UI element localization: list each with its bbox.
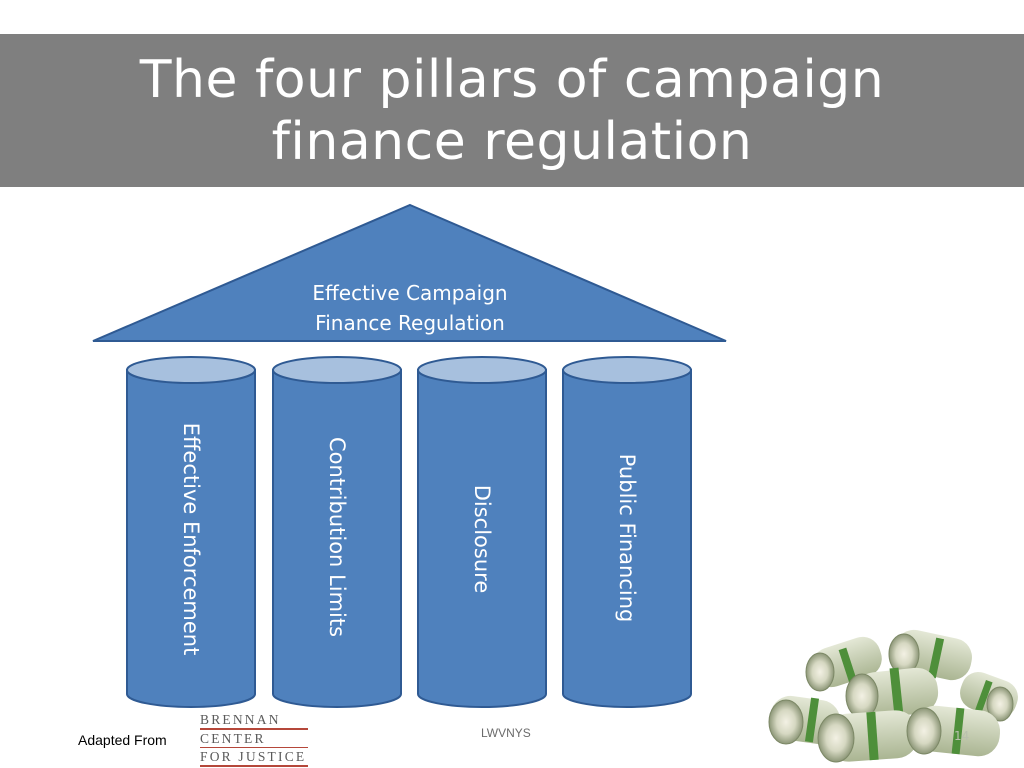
money-roll-middle xyxy=(845,667,939,719)
pillar-label-disclosure: Disclosure xyxy=(470,485,494,594)
page-number: 14 xyxy=(954,729,969,743)
money-roll-front-right xyxy=(906,705,1001,757)
logo-line-1: BRENNAN xyxy=(200,712,281,727)
footer-center-text: LWVNYS xyxy=(481,726,531,740)
adapted-from-label: Adapted From xyxy=(78,732,167,748)
title-bar: The four pillars of campaign finance reg… xyxy=(0,34,1024,187)
money-roll-top-right xyxy=(888,629,972,681)
logo-line-2: CENTER xyxy=(200,730,266,746)
roof-label-line-2: Finance Regulation xyxy=(315,311,505,335)
logo-line-3: FOR JUSTICE xyxy=(200,749,307,764)
pillar-effective-enforcement: Effective Enforcement xyxy=(126,356,256,708)
brennan-center-logo: BRENNAN CENTER FOR JUSTICE xyxy=(200,712,312,768)
logo-rule-1 xyxy=(200,728,308,730)
roof-triangle xyxy=(92,203,727,342)
money-roll-front-center xyxy=(817,710,919,763)
money-roll-far-right xyxy=(960,672,1018,722)
pillar-public-financing: Public Financing xyxy=(562,356,692,708)
roof-label-line-1: Effective Campaign xyxy=(312,281,507,305)
pillar-label-effective-enforcement: Effective Enforcement xyxy=(179,423,203,656)
logo-rule-2 xyxy=(200,746,308,748)
money-rolls-image: 14 xyxy=(764,628,1020,766)
slide-title-line-1: The four pillars of campaign xyxy=(139,49,885,110)
slide-title-line-2: finance regulation xyxy=(271,111,753,172)
logo-rule-3 xyxy=(200,765,308,767)
pillar-label-contribution-limits: Contribution Limits xyxy=(325,437,349,637)
pillar-disclosure: Disclosure xyxy=(417,356,547,708)
pillar-label-public-financing: Public Financing xyxy=(615,454,639,623)
pillar-contribution-limits: Contribution Limits xyxy=(272,356,402,708)
